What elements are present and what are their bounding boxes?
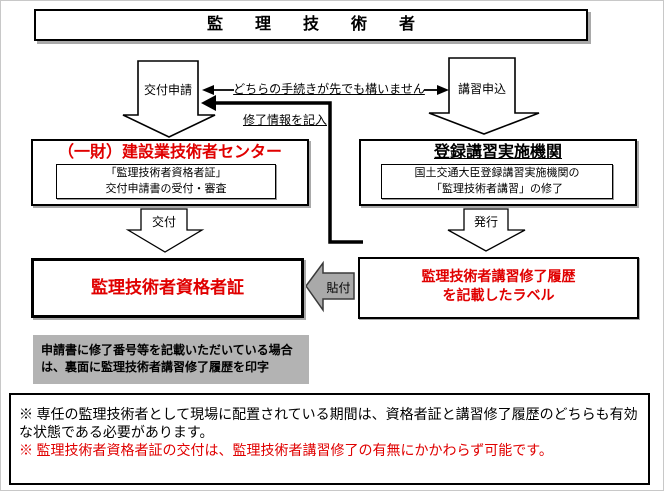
completion-info-arrowhead-icon bbox=[201, 95, 216, 111]
org-training-detail-line2: 「監理技術者講習」の修了 bbox=[431, 183, 563, 195]
completion-info-label: 修了情報を記入 bbox=[242, 113, 327, 127]
down-arrow-deliver-icon bbox=[125, 208, 205, 253]
org-training-detail-line1: 国土交通大臣登録講習実施機関の bbox=[414, 167, 580, 179]
footnote-red: ※ 監理技術者資格者証の交付は、監理技術者講習修了の有無にかかわらず可能です。 bbox=[19, 444, 553, 459]
completion-info-elbow-arrow-icon bbox=[214, 101, 363, 244]
print-note-box: 申請書に修了番号等を記載いただいている場合 は、裏面に監理技術者講習修了履歴を印… bbox=[33, 335, 309, 384]
certificate-title: 監理技術者資格者証 bbox=[91, 278, 244, 297]
down-arrow-apply-course-icon bbox=[428, 57, 540, 135]
org-center-detail: 「監理技術者資格者証」 交付申請書の受付・審査 bbox=[56, 164, 276, 199]
org-box-training: 登録講習実施機関 国土交通大臣登録講習実施機関の 「監理技術者講習」の修了 bbox=[359, 139, 637, 206]
footnote-black: ※ 専任の監理技術者として現場に配置されている期間は、資格者証と講習修了履歴のど… bbox=[19, 408, 638, 441]
completion-label-line1: 監理技術者講習修了履歴 bbox=[421, 270, 576, 285]
print-note-line1: 申請書に修了番号等を記載いただいている場合 bbox=[41, 343, 293, 357]
org-center-detail-line2: 交付申請書の受付・審査 bbox=[105, 183, 227, 195]
left-arrow-paste-icon bbox=[305, 260, 355, 313]
completion-label-line2: を記載したラベル bbox=[442, 289, 555, 304]
org-center-title: （一財）建設業技術者センター bbox=[57, 144, 282, 161]
apply-course-label: 講習申込 bbox=[457, 82, 506, 96]
footnotes-box: ※ 専任の監理技術者として現場に配置されている期間は、資格者証と講習修了履歴のど… bbox=[9, 393, 650, 485]
completion-label-box: 監理技術者講習修了履歴 を記載したラベル bbox=[358, 257, 639, 319]
down-arrow-issue-icon bbox=[447, 208, 526, 252]
order-note-label: どちらの手続きが先でも構いません bbox=[233, 82, 425, 96]
deliver-label: 交付 bbox=[151, 215, 176, 229]
apply-issue-label: 交付申請 bbox=[143, 83, 192, 97]
right-arrowhead-icon bbox=[437, 85, 449, 95]
left-arrowhead-icon bbox=[202, 85, 214, 95]
down-arrow-apply-issue-icon bbox=[122, 60, 216, 138]
org-training-title: 登録講習実施機関 bbox=[433, 144, 562, 161]
org-training-detail: 国土交通大臣登録講習実施機関の 「監理技術者講習」の修了 bbox=[381, 164, 613, 199]
print-note-line2: は、裏面に監理技術者講習修了履歴を印字 bbox=[41, 360, 270, 374]
certificate-box: 監理技術者資格者証 bbox=[31, 258, 304, 318]
paste-label: 貼付 bbox=[326, 281, 351, 295]
issue-label: 発行 bbox=[473, 215, 498, 229]
org-center-detail-line1: 「監理技術者資格者証」 bbox=[105, 167, 227, 179]
org-box-center: （一財）建設業技術者センター 「監理技術者資格者証」 交付申請書の受付・審査 bbox=[31, 139, 309, 206]
page-title: 監 理 技 術 者 bbox=[34, 9, 588, 41]
page-title-text: 監 理 技 術 者 bbox=[206, 16, 415, 33]
